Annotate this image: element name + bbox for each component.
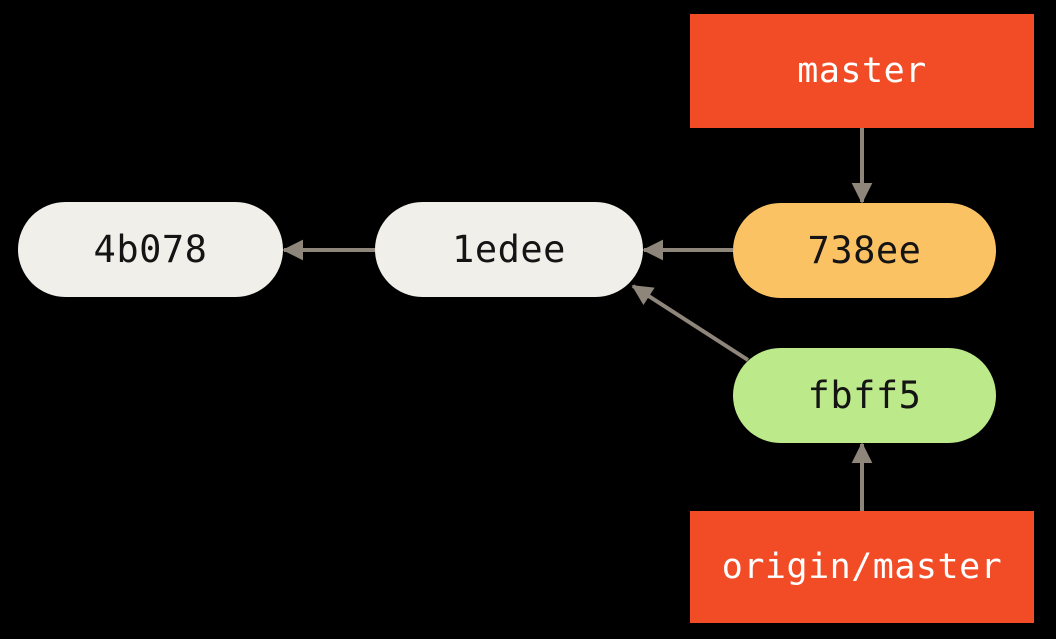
commit-label: 4b078 bbox=[93, 228, 208, 271]
branch-label-text: origin/master bbox=[721, 546, 1003, 587]
commit-node-1edee[interactable]: 1edee bbox=[375, 202, 643, 297]
commit-node-4b078[interactable]: 4b078 bbox=[18, 202, 283, 297]
commit-label: 738ee bbox=[807, 229, 922, 272]
edge-fbff5-to-1edee bbox=[631, 284, 750, 362]
branch-label-text: master bbox=[797, 50, 927, 91]
branch-label-origin-master[interactable]: origin/master bbox=[690, 511, 1034, 623]
branch-label-master[interactable]: master bbox=[690, 14, 1034, 128]
commit-node-738ee[interactable]: 738ee bbox=[733, 203, 996, 298]
commit-label: 1edee bbox=[452, 228, 566, 271]
commit-label: fbff5 bbox=[807, 374, 922, 417]
commit-node-fbff5[interactable]: fbff5 bbox=[733, 348, 996, 443]
